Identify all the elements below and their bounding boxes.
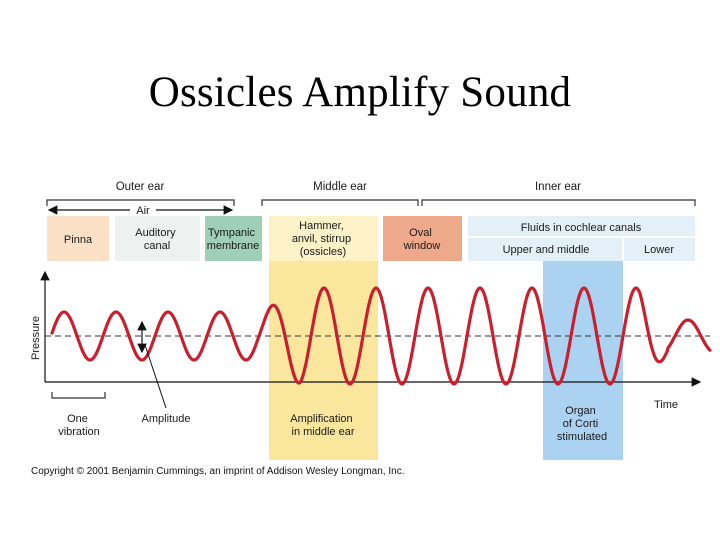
oval-window-label: Oval window	[403, 227, 441, 252]
auditory-canal-line-2: canal	[144, 240, 170, 252]
oval-window-line-2: window	[403, 240, 441, 252]
auditory-canal-box	[115, 216, 200, 261]
corti-band	[543, 258, 623, 460]
fluids-label: Fluids in cochlear canals	[521, 222, 642, 234]
ossicles-label: Hammer, anvil, stirrup (ossicles)	[292, 220, 354, 258]
sound-wave	[50, 286, 712, 386]
section-inner-ear: Inner ear	[535, 181, 581, 193]
auditory-canal-label: Auditory canal	[135, 227, 178, 252]
tympanic-line-2: membrane	[207, 240, 260, 252]
ossicles-line-1: Hammer,	[299, 220, 344, 232]
ossicles-line-2: anvil, stirrup	[292, 233, 351, 245]
one-vibration-label: One vibration	[58, 413, 100, 438]
oval-window-line-1: Oval	[409, 227, 432, 239]
auditory-canal-line-1: Auditory	[135, 227, 176, 239]
ossicles-box	[269, 216, 378, 261]
one-vibration-line-2: vibration	[58, 426, 100, 438]
y-axis-label: Pressure	[30, 316, 42, 360]
upper-middle-label: Upper and middle	[503, 244, 590, 256]
oval-window-box	[383, 216, 462, 261]
pinna-label: Pinna	[64, 234, 93, 246]
amplification-label: Amplification in middle ear	[290, 413, 355, 438]
amplitude-label: Amplitude	[142, 413, 191, 425]
tympanic-membrane-label: Tympanic membrane	[207, 227, 260, 252]
copyright-notice: Copyright © 2001 Benjamin Cummings, an i…	[31, 466, 405, 477]
x-axis-label: Time	[654, 399, 678, 411]
page-title: Ossicles Amplify Sound	[148, 69, 572, 116]
section-outer-ear: Outer ear	[116, 181, 165, 193]
pinna-box	[47, 216, 109, 261]
amplification-line-1: Amplification	[290, 413, 352, 425]
air-label: Air	[136, 205, 150, 217]
tympanic-membrane-box	[205, 216, 262, 261]
fluids-box	[468, 216, 695, 261]
organ-of-corti-label: Organ of Corti stimulated	[557, 405, 607, 443]
corti-line-3: stimulated	[557, 431, 607, 443]
one-vibration-bracket	[51, 392, 106, 399]
corti-line-2: of Corti	[563, 418, 598, 430]
corti-line-1: Organ	[565, 405, 596, 417]
one-vibration-line-1: One	[67, 413, 88, 425]
section-middle-ear: Middle ear	[313, 181, 367, 193]
tympanic-line-1: Tympanic	[208, 227, 256, 239]
amplitude-leader	[144, 344, 167, 409]
amplification-line-2: in middle ear	[292, 426, 355, 438]
lower-label: Lower	[644, 244, 674, 256]
ossicles-line-3: (ossicles)	[300, 246, 346, 258]
section-brackets	[46, 199, 696, 206]
